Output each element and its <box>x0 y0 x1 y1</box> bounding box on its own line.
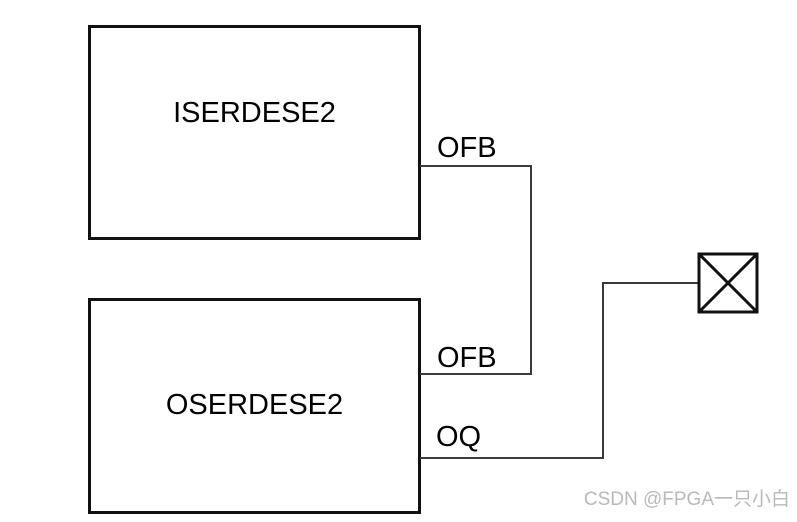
block-label-oserdese2: OSERDESE2 <box>165 389 344 421</box>
block-oserdese2: OSERDESE2 <box>88 298 421 514</box>
io-pad-diagonal-1 <box>697 252 759 314</box>
io-pad-icon <box>697 252 759 314</box>
block-iserdese2: ISERDESE2 <box>88 25 421 240</box>
pin-label-oserdes-oq: OQ <box>436 421 482 453</box>
io-pad-square <box>697 252 759 314</box>
block-label-iserdese2: ISERDESE2 <box>173 97 336 129</box>
io-pad-diagonal-2 <box>697 252 759 314</box>
pin-label-iserdes-ofb: OFB <box>437 132 497 164</box>
watermark: CSDN @FPGA一只小白 <box>583 489 790 510</box>
pin-label-oserdes-ofb: OFB <box>437 342 497 374</box>
